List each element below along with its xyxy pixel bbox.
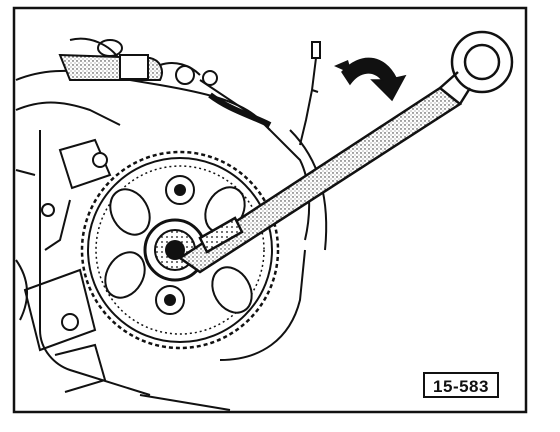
upper-components: [58, 37, 272, 131]
bolt: [41, 152, 108, 331]
timing-gear: [80, 150, 280, 350]
dipstick: [299, 41, 321, 146]
wrench: [177, 30, 514, 274]
rotation-arrow: [334, 57, 407, 102]
figure-number-label: 15-583: [423, 372, 499, 398]
